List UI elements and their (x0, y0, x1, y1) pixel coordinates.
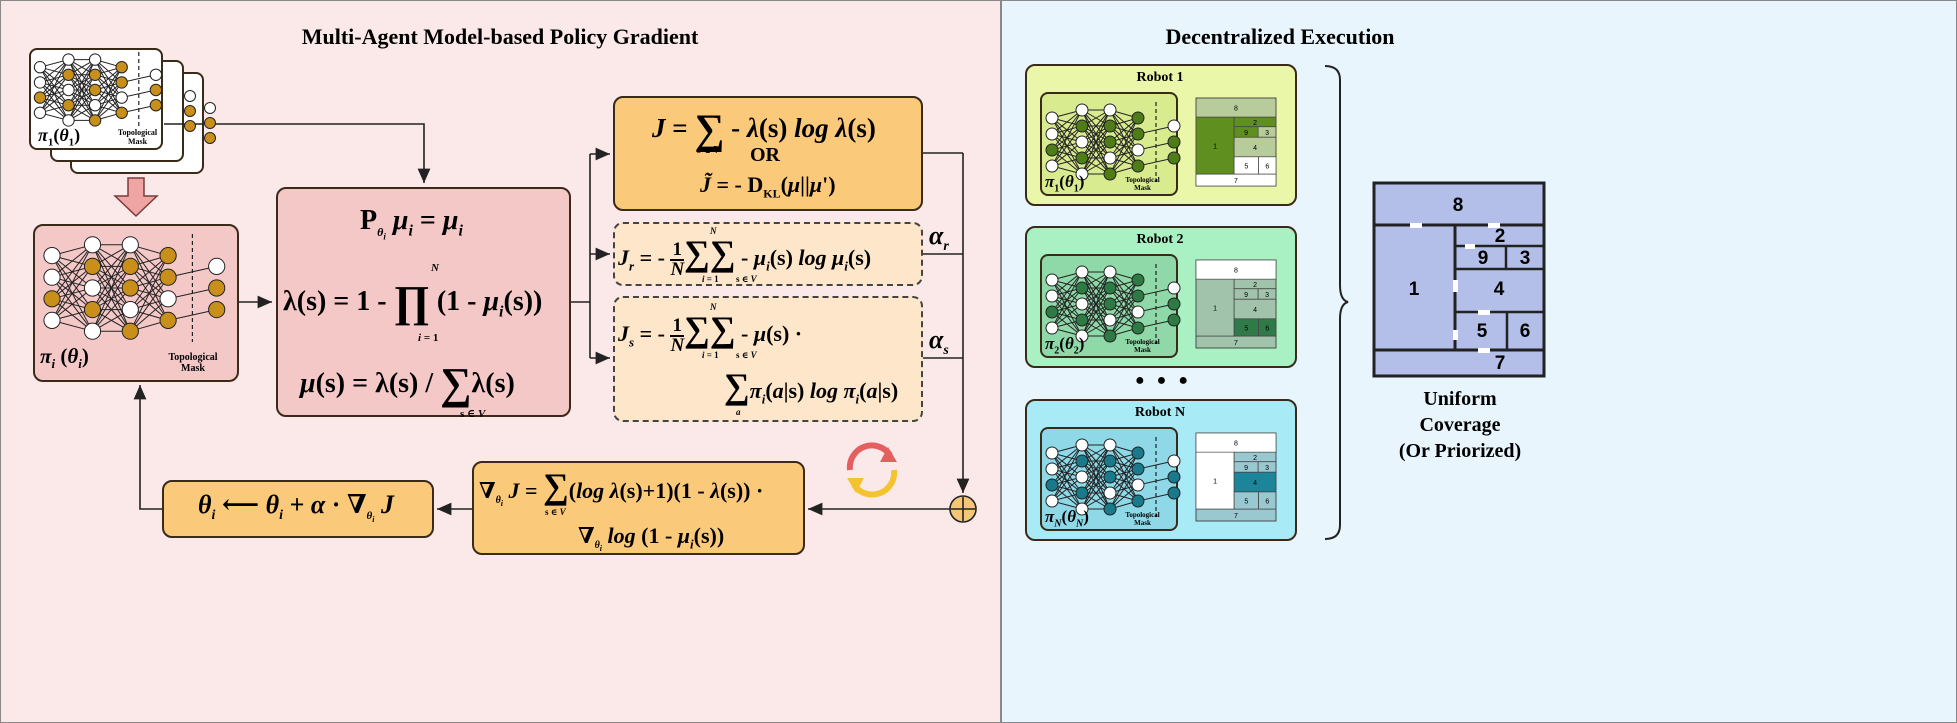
minimap-robot-n: 1 2 3 4 5 6 7 8 9 (1195, 432, 1277, 522)
minimap-room-6: 6 (1265, 325, 1269, 332)
room-5-label: 5 (1476, 321, 1488, 342)
minimap-room-6: 6 (1265, 498, 1269, 505)
left-panel-title: Multi-Agent Model-based Policy Gradient (301, 24, 699, 49)
net-main-policy (43, 234, 226, 342)
robot-n-mask-label: Topological Mask (1125, 511, 1160, 527)
coverage-line-1: Uniform (1423, 388, 1497, 410)
gradient-box (472, 461, 805, 555)
minimap-robot-1: 1 2 3 4 5 6 7 8 9 (1195, 97, 1277, 187)
room-6-label: 6 (1519, 321, 1531, 342)
minimap-room-9: 9 (1244, 465, 1248, 472)
room-1-label: 1 (1408, 279, 1420, 300)
net-robot-2 (1045, 264, 1181, 344)
topological-mask-label: Topological Mask (117, 128, 158, 146)
robot-n-policy-label: πN(θN) (1045, 507, 1089, 530)
local-objective-r-box (613, 222, 923, 286)
room-2-label: 2 (1494, 226, 1506, 247)
equation-or: OR (750, 144, 780, 166)
topological-mask-label-main: Topological Mask (168, 352, 218, 374)
policy-i-label: πi (θi) (40, 344, 89, 372)
net-card-1 (33, 52, 163, 128)
robot-1-title: Robot 1 (1136, 70, 1184, 85)
robot-1-policy-label: π1(θ1) (1045, 172, 1085, 195)
minimap-room-2: 2 (1253, 455, 1257, 462)
alpha-r: αr (929, 221, 949, 255)
net-robot-1 (1045, 102, 1181, 182)
room-8-label: 8 (1452, 195, 1464, 216)
minimap-room-1: 1 (1213, 144, 1217, 151)
minimap-room-2: 2 (1253, 120, 1257, 127)
minimap-room-4: 4 (1253, 307, 1257, 314)
minimap-room-7: 7 (1234, 513, 1238, 520)
equation-stationary: Pθi μi = μi (360, 205, 463, 241)
minimap-room-8: 8 (1234, 106, 1238, 113)
robot-2-policy-label: π2(θ2) (1045, 334, 1085, 357)
minimap-room-4: 4 (1253, 145, 1257, 152)
robot-2-title: Robot 2 (1136, 232, 1184, 247)
alpha-s: αs (929, 325, 949, 359)
minimap-room-8: 8 (1234, 441, 1238, 448)
minimap-room-2: 2 (1253, 282, 1257, 289)
right-panel-title: Decentralized Execution (1165, 24, 1395, 49)
minimap-room-3: 3 (1265, 292, 1269, 299)
policy-1-label: π1(θ1) (38, 125, 81, 149)
minimap-room-9: 9 (1244, 292, 1248, 299)
room-7-label: 7 (1494, 353, 1506, 374)
stationary-distribution-box (276, 187, 571, 417)
minimap-room-5: 5 (1244, 498, 1248, 505)
coverage-line-2: Coverage (1419, 414, 1501, 436)
coverage-line-3: (Or Priorized) (1398, 440, 1522, 462)
equation-J-tilde: J̃ = - DKL(μ||μ') (700, 172, 836, 201)
minimap-room-6: 6 (1265, 163, 1269, 170)
room-4-label: 4 (1493, 279, 1505, 300)
minimap-room-1: 1 (1213, 479, 1217, 486)
equation-J: J = ∑ - λ(s) log λ(s)s ∈ V (652, 107, 876, 156)
room-9-label: 9 (1477, 248, 1489, 269)
equation-update: θi ⟵ θi + α · ∇θi J (198, 490, 394, 525)
minimap-room-5: 5 (1244, 163, 1248, 170)
net-card-back-2 (184, 90, 196, 132)
minimap-room-3: 3 (1265, 465, 1269, 472)
minimap-room-5: 5 (1244, 325, 1248, 332)
minimap-room-9: 9 (1244, 130, 1248, 137)
minimap-room-1: 1 (1213, 306, 1217, 313)
robots-ellipsis: ● ● ● (1135, 372, 1192, 389)
room-3-label: 3 (1519, 248, 1531, 269)
minimap-room-7: 7 (1234, 178, 1238, 185)
coverage-label: Uniform Coverage (Or Priorized) (1380, 386, 1540, 464)
minimap-robot-2: 1 2 3 4 5 6 7 8 9 (1195, 259, 1277, 349)
net-card-back-3 (204, 102, 216, 144)
robot-n-title: Robot N (1134, 405, 1186, 420)
equation-gradient-2: ∇θi log (1 - μi(s)) (578, 523, 725, 554)
robot-2-mask-label: Topological Mask (1125, 338, 1160, 354)
minimap-room-3: 3 (1265, 130, 1269, 137)
minimap-room-4: 4 (1253, 480, 1257, 487)
net-robot-n (1045, 437, 1181, 517)
equation-gradient-1: ∇θi J = ∑(log λ(s)+1)(1 - λ(s)) ·s ∈ V (479, 466, 764, 517)
local-objective-s-box (613, 296, 923, 422)
update-box (162, 480, 434, 538)
minimap-room-8: 8 (1234, 268, 1238, 275)
global-objective-box (613, 96, 923, 211)
minimap-room-7: 7 (1234, 340, 1238, 347)
robot-1-mask-label: Topological Mask (1125, 176, 1160, 192)
equation-Js-2: ∑πi(a|s) log πi(a|s)a (724, 366, 899, 417)
